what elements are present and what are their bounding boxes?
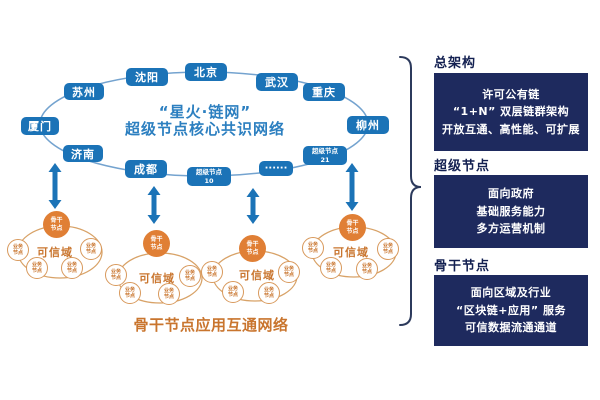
business-node: 业务 节点 xyxy=(258,282,280,304)
backbone-line: 面向区域及行业 xyxy=(470,286,552,300)
backbone-node: 骨干 节点 xyxy=(143,230,170,257)
business-node: 业务 节点 xyxy=(377,238,399,260)
business-node: 业务 节点 xyxy=(105,264,127,286)
backbone-box: 面向区域及行业 “区块链+应用” 服务 可信数据流通通道 xyxy=(434,275,588,346)
supernode-chengdu: 成都 xyxy=(125,160,167,178)
network-title: “星火·链网” 超级节点核心共识网络 xyxy=(124,103,285,138)
architecture-line: 开放互通、高性能、可扩展 xyxy=(442,122,580,136)
trusted-domain-label: 可信域 xyxy=(239,269,275,282)
backbone-node: 骨干 节点 xyxy=(339,214,366,241)
business-node: 业务 节点 xyxy=(158,283,180,305)
supernode-line: 基础服务能力 xyxy=(476,204,546,218)
business-node: 业务 节点 xyxy=(80,238,102,260)
backbone-line: 可信数据流通通道 xyxy=(465,321,557,335)
supernode-21: 超级节点 21 xyxy=(303,146,347,165)
business-node: 业务 节点 xyxy=(356,258,378,280)
supernode-liuzhou: 柳州 xyxy=(347,116,389,134)
business-node: 业务 节点 xyxy=(26,257,48,279)
architecture-line: “1+N” 双层链群架构 xyxy=(452,105,570,119)
supernode-jinan: 济南 xyxy=(63,145,103,162)
business-node: 业务 节点 xyxy=(119,282,141,304)
backbone-line: “区块链+应用” 服务 xyxy=(455,303,566,317)
business-node: 业务 节点 xyxy=(278,261,300,283)
business-node: 业务 节点 xyxy=(179,265,201,287)
double-arrow-icon-3 xyxy=(246,188,260,224)
business-node: 业务 节点 xyxy=(61,257,83,279)
business-node: 业务 节点 xyxy=(222,281,244,303)
brace-icon xyxy=(399,56,422,326)
backbone-node: 骨干 节点 xyxy=(239,235,266,262)
backbone-node: 骨干 节点 xyxy=(43,211,70,238)
supernode-10: 超级节点 10 xyxy=(187,167,231,186)
business-node: 业务 节点 xyxy=(302,237,324,259)
trusted-domain-label: 可信域 xyxy=(37,246,73,259)
section-heading-supernode: 超级节点 xyxy=(434,159,491,174)
supernode-ellipsis: ······ xyxy=(259,161,293,176)
supernode-shenyang: 沈阳 xyxy=(126,68,168,86)
supernode-wuhan: 武汉 xyxy=(256,73,298,91)
section-heading-backbone: 骨干节点 xyxy=(434,259,491,274)
supernode-chongqing: 重庆 xyxy=(303,83,345,101)
supernode-xiamen: 厦门 xyxy=(21,117,59,135)
trusted-domain-label: 可信域 xyxy=(139,272,175,285)
double-arrow-icon-2 xyxy=(147,186,161,224)
supernode-suzhou: 苏州 xyxy=(64,83,104,100)
supernode-line: 面向政府 xyxy=(488,187,534,201)
architecture-line: 许可公有链 xyxy=(482,87,540,101)
trusted-domain-label: 可信域 xyxy=(333,246,369,259)
backbone-network-caption: 骨干节点应用互通网络 xyxy=(133,316,289,334)
business-node: 业务 节点 xyxy=(201,261,223,283)
supernode-box: 面向政府 基础服务能力 多方运营机制 xyxy=(434,175,588,248)
double-arrow-icon-1 xyxy=(48,163,62,209)
double-arrow-icon-4 xyxy=(345,163,359,211)
business-node: 业务 节点 xyxy=(7,239,29,261)
supernode-line: 多方运营机制 xyxy=(476,222,546,236)
architecture-box: 许可公有链 “1+N” 双层链群架构 开放互通、高性能、可扩展 xyxy=(434,73,588,151)
business-node: 业务 节点 xyxy=(320,257,342,279)
section-heading-architecture: 总架构 xyxy=(434,56,477,71)
supernode-beijing: 北京 xyxy=(185,63,227,81)
